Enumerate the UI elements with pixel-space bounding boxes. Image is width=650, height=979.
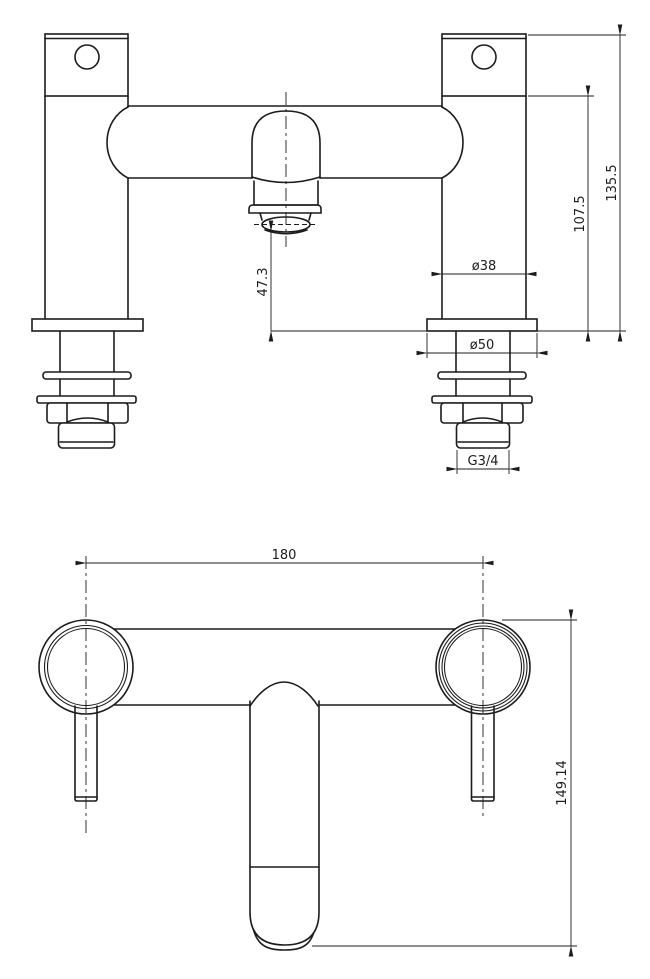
right-handle-cap bbox=[441, 33, 527, 97]
dim-spout-to-base-label: 47.3 bbox=[256, 268, 271, 297]
dim-base-flange-diameter-label: ø50 bbox=[470, 338, 495, 353]
dimension-pillar-diameter: ø38 bbox=[431, 259, 537, 277]
dimension-body-height: 107.5 bbox=[528, 85, 594, 342]
right-handle-outer-circle bbox=[435, 619, 531, 715]
dim-tap-centres-label: 180 bbox=[272, 548, 297, 563]
right-base-flange bbox=[426, 318, 538, 332]
body-bar bbox=[127, 105, 443, 179]
right-backnut bbox=[440, 402, 524, 424]
dimension-spout-to-base: 47.3 bbox=[256, 220, 274, 342]
right-pillar bbox=[441, 33, 527, 320]
spout-flange bbox=[248, 204, 322, 214]
spout-bar-intersection bbox=[249, 681, 319, 707]
right-body-intersection-curve bbox=[441, 106, 464, 179]
plan-body-bar bbox=[109, 628, 459, 706]
dim-pillar-diameter-label: ø38 bbox=[472, 259, 497, 274]
dimension-overall-depth: 149.14 bbox=[312, 609, 577, 957]
right-handle-plan bbox=[435, 619, 531, 715]
right-threaded-tail bbox=[455, 422, 511, 449]
dim-body-height-label: 107.5 bbox=[573, 195, 588, 232]
right-fixing-hole bbox=[471, 44, 497, 70]
dimension-overall-height: 135.5 bbox=[528, 24, 626, 342]
spout-front bbox=[248, 92, 322, 247]
left-washer bbox=[42, 371, 132, 380]
dimension-tail-thread: G3/4 bbox=[446, 450, 520, 474]
left-handle-outer-circle bbox=[38, 619, 134, 715]
front-view: 135.5 107.5 47.3 ø38 ø50 bbox=[31, 24, 626, 474]
front-view-dimensions: 135.5 107.5 47.3 ø38 ø50 bbox=[256, 24, 626, 474]
left-body-intersection-curve bbox=[106, 106, 129, 179]
dimension-base-flange-diameter: ø50 bbox=[416, 333, 548, 358]
left-threaded-tail bbox=[57, 422, 116, 449]
spout-outline bbox=[249, 700, 320, 946]
left-backnut bbox=[46, 402, 129, 424]
dim-tail-thread-label: G3/4 bbox=[468, 454, 499, 469]
left-nut-flange bbox=[36, 395, 137, 404]
dimension-tap-centres: 180 bbox=[75, 548, 494, 566]
dim-overall-height-label: 135.5 bbox=[605, 164, 620, 201]
plan-view: 180 149.14 bbox=[38, 548, 577, 957]
right-washer bbox=[437, 371, 527, 380]
plan-view-dimensions: 180 149.14 bbox=[75, 548, 577, 957]
dim-overall-depth-label: 149.14 bbox=[555, 760, 570, 806]
left-inlet-tail bbox=[31, 318, 144, 449]
left-handle-cap bbox=[44, 33, 129, 97]
left-base-flange bbox=[31, 318, 144, 332]
right-nut-flange bbox=[431, 395, 533, 404]
left-pillar bbox=[44, 33, 129, 320]
spout-plan bbox=[249, 681, 320, 951]
left-fixing-hole bbox=[74, 44, 100, 70]
right-inlet-tail bbox=[426, 318, 538, 449]
